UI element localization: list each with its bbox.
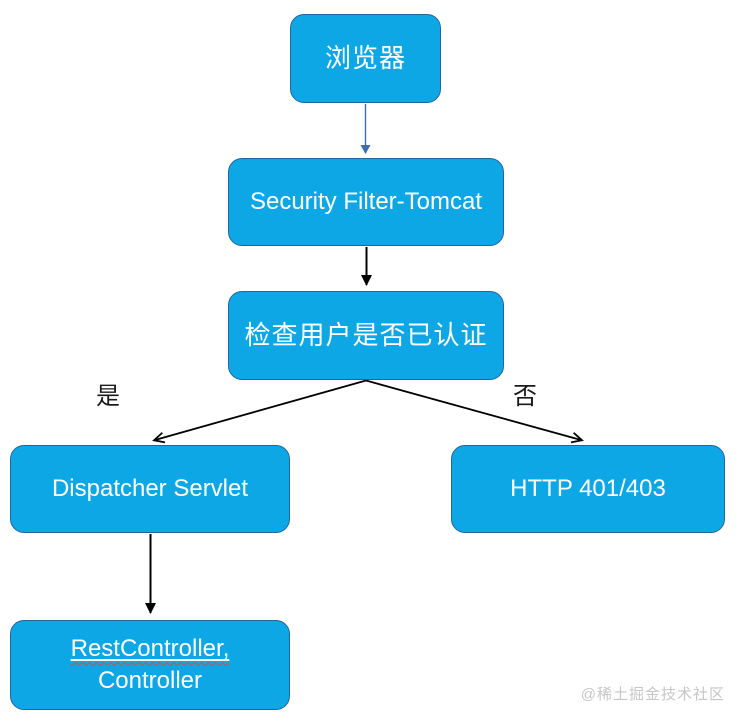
node-rest-controller-line1: RestController, <box>70 634 230 662</box>
node-dispatcher-servlet-label: Dispatcher Servlet <box>51 474 249 502</box>
node-security-filter-label: Security Filter-Tomcat <box>249 187 483 215</box>
node-dispatcher-servlet: Dispatcher Servlet <box>10 445 290 533</box>
node-http-401-403-label: HTTP 401/403 <box>510 474 666 502</box>
node-rest-controller-label: RestController, Controller <box>71 633 230 698</box>
node-rest-controller-line2: Controller <box>97 667 203 694</box>
edge-check-auth-to-http-401-403 <box>365 379 581 441</box>
node-http-401-403: HTTP 401/403 <box>451 445 725 533</box>
node-browser: 浏览器 <box>290 14 441 103</box>
edge-label-yes: 是 <box>96 383 120 410</box>
edge-label-no: 否 <box>513 383 537 410</box>
node-check-auth-label: 检查用户是否已认证 <box>244 319 488 350</box>
node-browser-label: 浏览器 <box>324 42 406 73</box>
node-security-filter: Security Filter-Tomcat <box>228 158 504 246</box>
node-rest-controller: RestController, Controller <box>10 620 290 710</box>
edge-check-auth-to-dispatcher-servlet <box>155 379 367 441</box>
node-check-auth: 检查用户是否已认证 <box>228 291 504 380</box>
watermark: @稀土掘金技术社区 <box>580 686 725 703</box>
